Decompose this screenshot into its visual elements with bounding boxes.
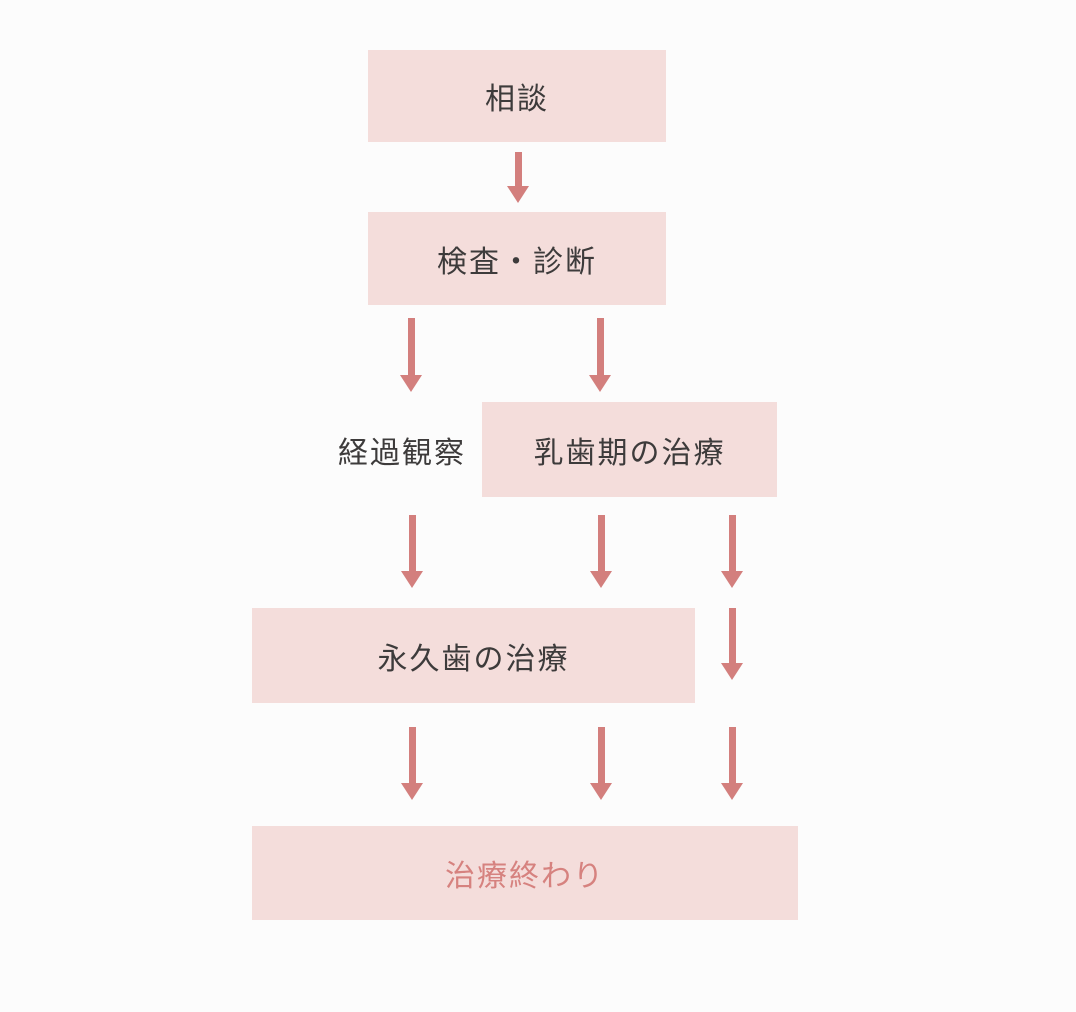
arrow-down-icon xyxy=(401,515,423,588)
node-treatment-end: 治療終わり xyxy=(252,826,798,920)
arrow-down-icon xyxy=(590,515,612,588)
arrow-shaft xyxy=(514,152,522,186)
arrow-head xyxy=(590,571,612,588)
arrow-shaft xyxy=(408,515,416,571)
node-treatment-end-label: 治療終わり xyxy=(445,860,605,893)
arrow-shaft xyxy=(597,727,605,783)
arrow-shaft xyxy=(597,515,605,571)
node-examination-diagnosis-label: 検査・診断 xyxy=(437,245,597,279)
arrow-down-icon xyxy=(507,152,529,203)
node-follow-up-observation: 経過観察 xyxy=(322,404,482,496)
arrow-shaft xyxy=(407,318,415,375)
node-permanent-dentition-treatment-label: 永久歯の治療 xyxy=(377,642,570,676)
arrow-head xyxy=(590,783,612,800)
arrow-down-icon xyxy=(590,727,612,800)
node-consultation-label: 相談 xyxy=(485,83,549,116)
arrow-head xyxy=(721,571,743,588)
node-examination-diagnosis: 検査・診断 xyxy=(368,212,666,305)
node-primary-dentition-treatment: 乳歯期の治療 xyxy=(482,402,777,497)
arrow-head xyxy=(401,571,423,588)
arrow-shaft xyxy=(408,727,416,783)
node-permanent-dentition-treatment: 永久歯の治療 xyxy=(252,608,695,703)
arrow-head xyxy=(401,783,423,800)
node-consultation: 相談 xyxy=(368,50,666,142)
arrow-down-icon xyxy=(589,318,611,392)
node-primary-dentition-treatment-label: 乳歯期の治療 xyxy=(533,436,726,470)
node-follow-up-observation-label: 経過観察 xyxy=(338,437,466,470)
arrow-head xyxy=(589,375,611,392)
arrow-shaft xyxy=(728,608,736,663)
arrow-shaft xyxy=(728,727,736,783)
arrow-head xyxy=(507,186,529,203)
arrow-head xyxy=(721,663,743,680)
arrow-down-icon xyxy=(721,515,743,588)
arrow-down-icon xyxy=(401,727,423,800)
arrow-down-icon xyxy=(400,318,422,392)
arrow-down-icon xyxy=(721,608,743,680)
arrow-shaft xyxy=(728,515,736,571)
arrow-down-icon xyxy=(721,727,743,800)
arrow-head xyxy=(400,375,422,392)
arrow-shaft xyxy=(596,318,604,375)
arrow-head xyxy=(721,783,743,800)
